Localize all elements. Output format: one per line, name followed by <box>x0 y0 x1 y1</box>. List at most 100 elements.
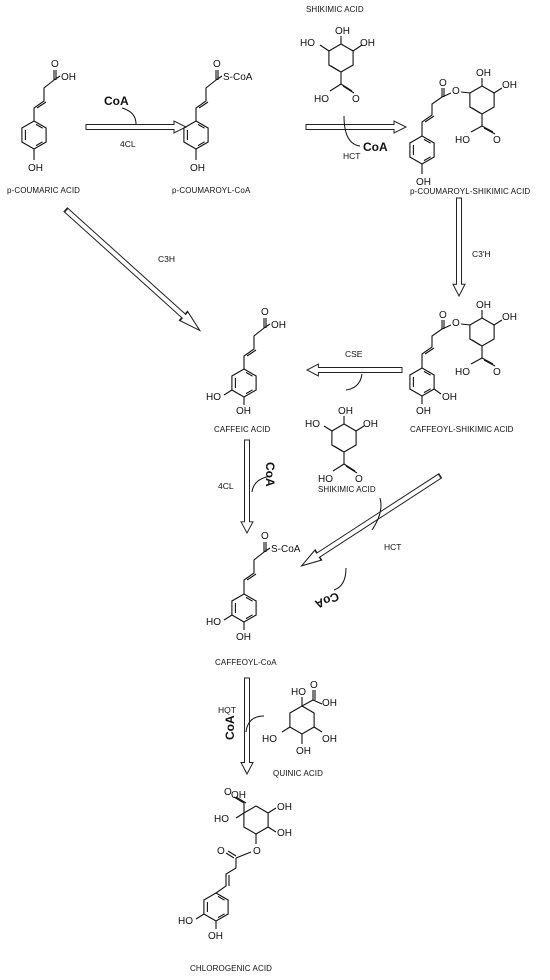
cofactor-coa: CoA <box>263 462 277 487</box>
atom-ho: HO <box>318 474 333 485</box>
atom-ho: HO <box>291 687 306 698</box>
atom-oh: OH <box>296 746 311 757</box>
atom-ho: HO <box>178 916 193 927</box>
atom-oh: OH <box>338 406 353 417</box>
enzyme-hct-mid: HCT <box>384 542 401 552</box>
label-p-coumaric-acid: p-COUMARIC ACID <box>7 186 80 195</box>
quinic-acid-structure: HO O OH HO OH OH <box>262 680 337 757</box>
atom-o: O <box>493 367 501 378</box>
atom-oh: OH <box>236 406 251 417</box>
cofactor-curve <box>121 107 137 125</box>
atom-ho: HO <box>214 814 229 825</box>
reaction-arrow-hct <box>305 120 407 134</box>
reaction-arrow-c3prime-h <box>452 197 466 297</box>
atom-oh: OH <box>322 698 337 709</box>
atom-oh: OH <box>416 406 431 417</box>
cofactor-curve <box>245 715 265 733</box>
atom-oh: OH <box>363 419 378 430</box>
atom-o: O <box>261 531 269 542</box>
atom-oh: OH <box>236 632 251 643</box>
enzyme-hqt: HQT <box>218 705 236 715</box>
atom-o: O <box>253 846 261 857</box>
cofactor-coa: CoA <box>363 140 388 154</box>
atom-oh: OH <box>335 26 350 37</box>
shikimic-acid-top-structure: HO OH OH HO O <box>300 26 375 105</box>
cofactor-coa: CoA <box>104 94 129 108</box>
atom-o: O <box>261 307 269 318</box>
enzyme-4cl-mid: 4CL <box>218 481 234 491</box>
atom-o: O <box>352 94 360 105</box>
atom-ho: HO <box>262 734 277 745</box>
atom-oh: OH <box>277 828 292 839</box>
cofactor-curve <box>371 497 382 531</box>
atom-o: O <box>224 787 232 798</box>
caffeoyl-coa-structure: O S-CoA HO OH <box>206 531 301 643</box>
cofactor-curve <box>345 373 363 391</box>
atom-o: O <box>355 474 363 485</box>
atom-o: O <box>217 846 225 857</box>
atom-oh: OH <box>476 68 491 79</box>
atom-oh: OH <box>442 392 457 403</box>
cofactor-coa: CoA <box>313 589 341 611</box>
cofactor-curve <box>333 567 347 591</box>
atom-oh: OH <box>277 802 292 813</box>
atom-oh: OH <box>28 163 43 174</box>
atom-oh: OH <box>322 734 337 745</box>
cofactor-curve <box>343 115 361 147</box>
atom-oh: OH <box>476 300 491 311</box>
p-coumaroyl-shikimic-acid-structure: O O OH OH OH HO O <box>409 68 517 188</box>
atom-oh: OH <box>231 790 246 801</box>
label-p-coumaroyl-shikimic-acid: p-COUMAROYL-SHIKIMIC ACID <box>410 187 530 196</box>
label-shikimic-acid-mid: SHIKIMIC ACID <box>318 485 376 494</box>
atom-oh: OH <box>502 80 517 91</box>
caffeoyl-shikimic-acid-structure: O O OH OH OH OH HO O <box>409 300 517 417</box>
label-chlorogenic-acid: CHLOROGENIC ACID <box>190 964 272 973</box>
cofactor-coa: CoA <box>223 715 237 740</box>
label-p-coumaroyl-coa: p-COUMAROYL-CoA <box>172 186 251 195</box>
cofactor-curve <box>251 475 273 493</box>
atom-oh: OH <box>61 72 76 83</box>
atom-s-coa: S-CoA <box>223 72 253 83</box>
label-caffeic-acid: CAFFEIC ACID <box>214 425 270 434</box>
atom-oh: OH <box>360 38 375 49</box>
atom-ho: HO <box>300 38 315 49</box>
atom-ho: HO <box>455 135 470 146</box>
reaction-arrow-4cl-mid <box>240 439 254 534</box>
atom-o: O <box>452 86 460 97</box>
enzyme-c3h: C3H <box>158 254 175 264</box>
atom-o: O <box>439 78 447 89</box>
atom-o: O <box>439 310 447 321</box>
label-quinic-acid: QUINIC ACID <box>273 769 323 778</box>
atom-oh: OH <box>271 320 286 331</box>
shikimic-acid-mid-structure: HO OH OH HO O <box>305 406 378 485</box>
atom-ho: HO <box>206 617 221 628</box>
enzyme-cse: CSE <box>345 349 363 359</box>
chlorogenic-acid-structure: OH O HO OH OH O O HO OH <box>178 787 292 942</box>
label-caffeoyl-coa: CAFFEOYL-CoA <box>215 658 277 667</box>
atom-ho: HO <box>305 419 320 430</box>
enzyme-c3prime-h: C3'H <box>472 249 491 259</box>
atom-o: O <box>51 59 59 70</box>
p-coumaric-acid-structure: O OH OH <box>21 59 76 174</box>
label-shikimic-acid-top: SHIKIMIC ACID <box>306 5 364 14</box>
atom-oh: OH <box>502 312 517 323</box>
label-caffeoyl-shikimic-acid: CAFFEOYL-SHIKIMIC ACID <box>410 425 514 434</box>
atom-o: O <box>310 680 318 691</box>
atom-o: O <box>493 135 501 146</box>
atom-o: O <box>213 59 221 70</box>
atom-oh: OH <box>208 931 223 942</box>
enzyme-hct-top: HCT <box>343 151 360 161</box>
atom-s-coa: S-CoA <box>271 544 301 555</box>
reaction-arrow-c3h <box>61 204 205 336</box>
enzyme-4cl-top: 4CL <box>120 139 136 149</box>
atom-ho: HO <box>206 392 221 403</box>
atom-o: O <box>452 318 460 329</box>
reaction-arrow-cse <box>306 363 403 377</box>
atom-oh: OH <box>416 177 431 188</box>
atom-ho: HO <box>455 367 470 378</box>
p-coumaroyl-coa-structure: O S-CoA OH <box>183 59 253 174</box>
caffeic-acid-structure: O OH HO OH <box>206 307 286 417</box>
atom-ho: HO <box>314 94 329 105</box>
atom-oh: OH <box>190 163 205 174</box>
